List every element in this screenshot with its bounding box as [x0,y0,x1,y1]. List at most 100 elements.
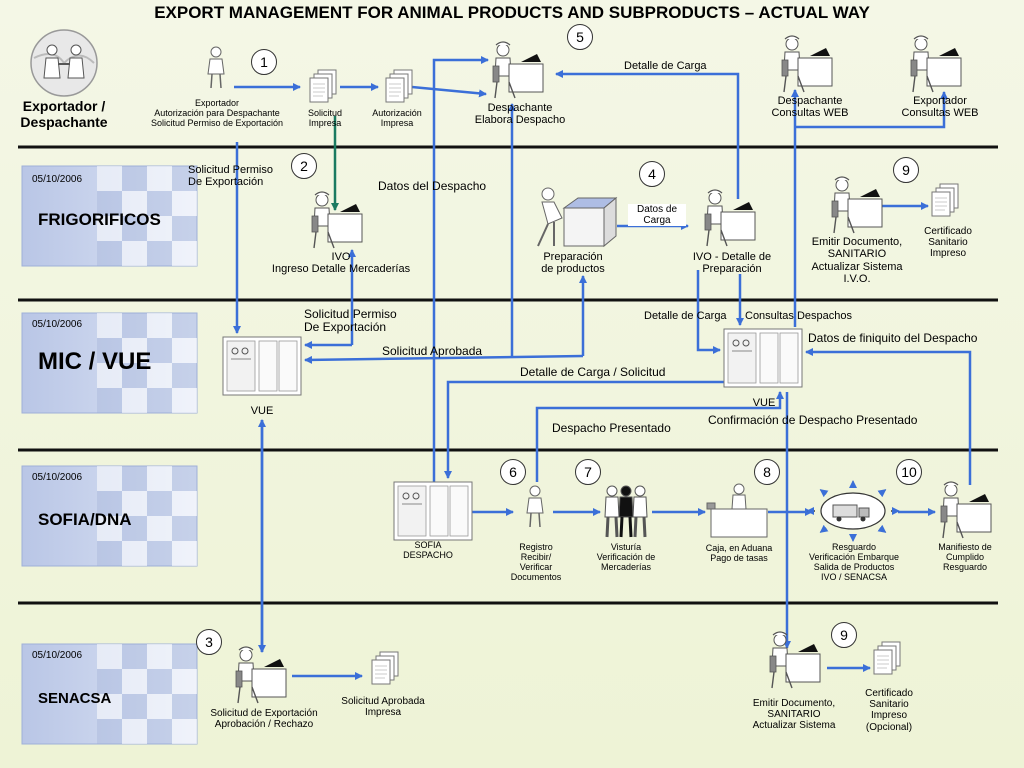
lane-box-tile [147,363,172,388]
flow-label-datos-finiquito: Datos de finiquito del Despacho [808,331,978,345]
ivo-caption-line1: IVO [331,251,351,263]
emitir-senacsa-line1: Emitir Documento, [752,698,836,709]
step-9-badge-frigorificos: 9 [893,157,919,183]
manifiesto-line2: Cumplido [945,552,985,563]
lane-box-tile [147,313,172,338]
lane-box-tile [97,338,122,363]
emitir-senacsa-line3: Actualizar Sistema [752,720,836,732]
preparacion-caption: Preparación de productos [528,251,618,276]
resguardo-truck-icon [806,480,900,542]
exportador-web-caption: Exportador Consultas WEB [890,95,990,120]
emitir-frig-line3: Actualizar Sistema [811,260,903,273]
visturia-person-body-2 [618,496,634,518]
flow-label-datos-despacho: Datos del Despacho [378,179,487,193]
lane-box-tile [97,491,122,516]
lane-separators [18,145,998,605]
lane-box-tile [172,694,197,719]
lane-box-tile [172,491,197,516]
solicitud-impresa-line1: Solicitud [307,108,343,118]
solicitud-aprobada-docs-icon [371,651,399,685]
truck-trailer [832,504,858,518]
frigorificos-date: 05/10/2006 [32,174,83,185]
flow-label-solicitud-permiso-2: Solicitud Permiso De Exportación [304,307,414,335]
arrow-vue-to-sofia [444,380,726,479]
visturia-person-legs-1 [633,516,647,538]
lane-box-tile [147,216,172,241]
lane-box-tile [122,644,147,669]
mic-date: 05/10/2006 [32,319,83,330]
caja-line2: Pago de tasas [710,553,768,564]
solicitud-exportacion-caption: Solicitud de Exportación Aprobación / Re… [198,708,330,730]
solicitud-exportacion-worker-icon [235,646,287,704]
ivo-worker-icon [311,191,363,249]
mic-lane-title: MIC / VUE [38,348,152,375]
certificado-opcional-docs-icon [873,641,901,675]
lane-box-tile [122,491,147,516]
emitir-frig-worker-icon [831,176,883,234]
vue-left-server-icon [222,336,302,396]
registro-caption: Registro Recibir/ Verificar Documentos [502,542,570,582]
step-10-badge: 10 [896,459,922,485]
lane-box-tile [97,541,122,566]
arrow-autorizacion-to-despachante [411,85,487,98]
solicitud-aprobada-impresa-line2: Impresa [364,707,402,719]
caja-desk-icon [706,483,768,538]
lane-box-tile [122,694,147,719]
caja-desk [710,508,768,538]
preparacion-caption-line1: Preparación [543,251,603,263]
ivo-caption: IVO Ingreso Detalle Mercaderías [256,251,426,276]
manifiesto-worker-icon [940,481,992,539]
certificado-frig-caption: Certificado Sanitario Impreso [914,226,982,260]
solicitud-exportacion-line2: Aprobación / Rechazo [214,719,314,731]
prep-box-side [603,196,617,248]
resguardo-line4: IVO / SENACSA [820,572,888,583]
emitir-frig-line2: SANITARIO [827,248,887,261]
lane-box-tile [147,241,172,266]
arrow-ivo-detalle-to-despachante [555,70,740,199]
truck-wheel-2 [860,516,866,522]
lane-box-tile [122,313,147,338]
lane-box-1 [21,165,198,267]
autorizacion-impresa-line2: Impresa [380,118,414,129]
visturia-person-body-0 [604,496,620,518]
visturia-person-head-1 [634,485,646,497]
exportador-caption-line3: Solicitud Permiso de Exportación [150,118,284,129]
flow-label-despacho-presentado: Despacho Presentado [552,421,671,435]
lane-box-tile [172,363,197,388]
autorizacion-impresa-caption: Autorización Impresa [366,108,428,128]
manifiesto-caption: Manifiesto de Cumplido Resguardo [928,542,1002,572]
lane-box-tile [97,313,122,338]
sofia-despacho-line2: DESPACHO [403,550,453,561]
flow-label-detalle-carga-top: Detalle de Carga [624,60,707,72]
sofia-server-icon [393,481,473,541]
certificado-opcional-line3: Impreso [870,710,908,722]
visturia-person-head-2 [620,485,632,497]
autorizacion-impresa-docs-icon [385,69,413,103]
exporter-lane-title-line1: Exportador / [22,98,106,114]
emitir-frig-caption: Emitir Documento, SANITARIO Actualizar S… [802,236,912,285]
lane-box-tile [147,491,172,516]
flow-label-confirmacion: Confirmación de Despacho Presentado [708,413,918,427]
node-icons [207,35,992,704]
certificado-frig-docs-icon [931,183,959,217]
flow-label-detalle-carga-mid: Detalle de Carga [644,310,727,322]
solicitud-permiso-1-line1: Solicitud Permiso [188,164,273,176]
visturia-line3: Mercaderías [600,562,652,573]
solicitud-exportacion-line1: Solicitud de Exportación [210,708,318,719]
lane-box-3 [21,465,198,567]
solicitud-impresa-docs-icon [309,69,337,103]
ivo-caption-line2: Ingreso Detalle Mercaderías [271,263,411,276]
arrow-sofia-to-despachante [432,56,489,483]
lane-box-tile [172,388,197,413]
lane-box-tile [122,338,147,363]
caja-person-head [733,483,745,495]
manifiesto-line1: Manifiesto de [938,542,992,552]
certificado-opcional-line4: (Opcional) [865,721,913,733]
sofia-lane-title: SOFIA/DNA [38,510,132,529]
prep-box-front [563,207,605,247]
resguardo-ray-7 [877,489,887,498]
despachante-web-line1: Despachante [777,95,843,107]
solicitud-aprobada-impresa-line1: Solicitud Aprobada [341,696,425,707]
caja-phone [706,502,716,510]
